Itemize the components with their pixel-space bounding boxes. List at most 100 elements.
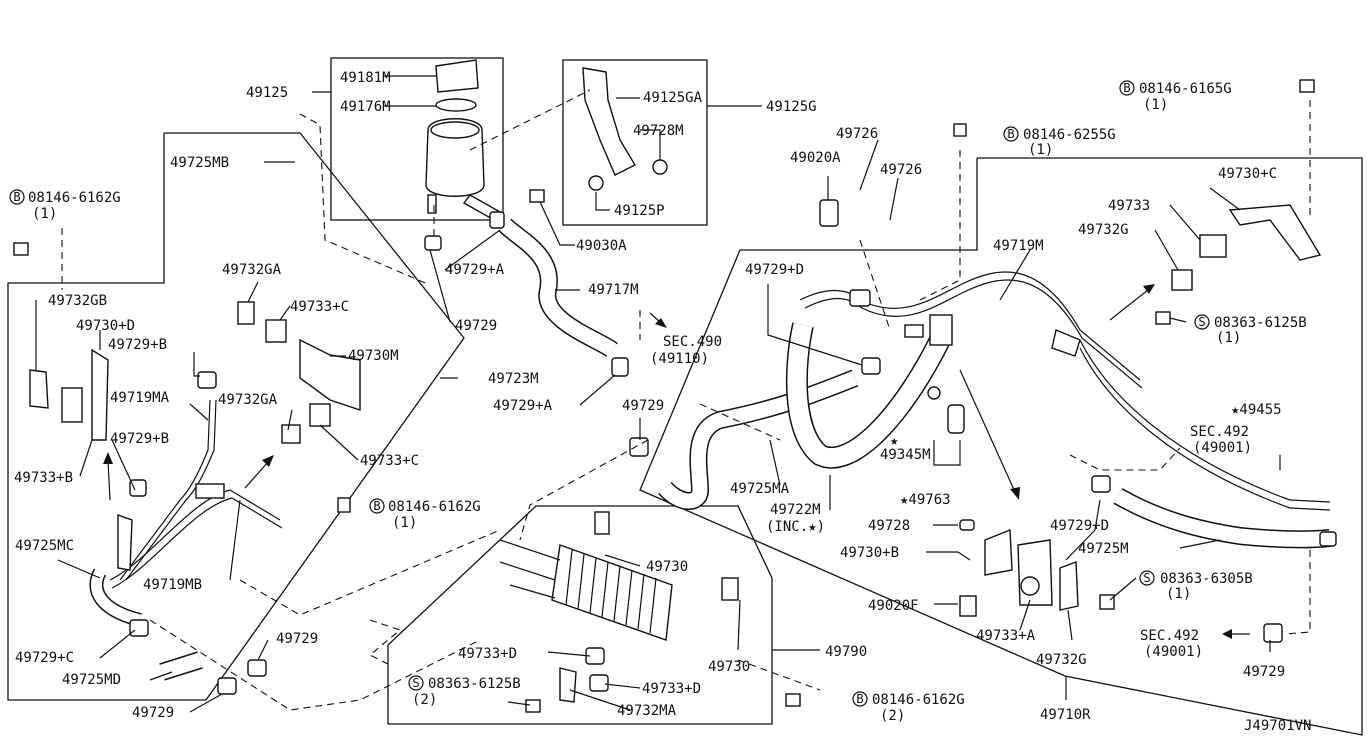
- label-49729: 49729: [132, 705, 174, 721]
- oil-cooler: [499, 511, 739, 703]
- label-49729A: 49729+A: [493, 398, 553, 414]
- reservoir-cap: [435, 59, 479, 112]
- bolt-marker: B: [13, 190, 20, 204]
- label-49733C: 49733+C: [360, 453, 419, 469]
- direction-arrows: [103, 284, 1250, 639]
- label-49732MA: 49732MA: [617, 703, 677, 719]
- label-49125P: 49125P: [614, 203, 665, 219]
- label-qty: (2): [412, 692, 437, 708]
- hose-clamps: [129, 211, 1337, 695]
- label-49732GA: 49732GA: [218, 392, 278, 408]
- label-49729: 49729: [1243, 664, 1285, 680]
- fastener-markers: B B B B B S S S: [9, 80, 1210, 707]
- label-08146-6162G-top: 08146-6162G: [28, 190, 121, 206]
- label-49732G: 49732G: [1078, 222, 1129, 238]
- label-sec492-sub: (49001): [1193, 440, 1252, 456]
- label-49719M: 49719M: [993, 238, 1044, 254]
- label-08363-6125B-right: 08363-6125B: [1214, 315, 1307, 331]
- label-qty: (1): [32, 206, 57, 222]
- label-49729: 49729: [455, 318, 497, 334]
- hose-49725M: [1113, 488, 1331, 549]
- label-49722M-sub: (INC.★): [766, 519, 825, 535]
- dashed-lines: [61, 89, 1311, 711]
- label-08363-6305B: 08363-6305B: [1160, 571, 1253, 587]
- hose-49725MD: [159, 651, 203, 681]
- reservoir-bracket: [582, 67, 668, 191]
- label-49455: ★49455: [1231, 402, 1282, 418]
- label-49733D: 49733+D: [642, 681, 701, 697]
- hose-49725MB: [196, 147, 301, 371]
- label-49729D: 49729+D: [745, 262, 804, 278]
- label-49125GA: 49125GA: [643, 90, 703, 106]
- reservoir-frame: [330, 57, 504, 221]
- label-49729D: 49729+D: [1050, 518, 1109, 534]
- label-qty: (1): [1166, 586, 1191, 602]
- label-49730C: 49730+C: [1218, 166, 1277, 182]
- label-49733D: 49733+D: [458, 646, 517, 662]
- label-49729B: 49729+B: [108, 337, 167, 353]
- label-08146-6162G-low: 08146-6162G: [872, 692, 965, 708]
- label-sec492-sub: (49001): [1144, 644, 1203, 660]
- label-08146-6162G-mid: 08146-6162G: [388, 499, 481, 515]
- label-49719MB: 49719MB: [143, 577, 202, 593]
- label-49763: ★49763: [900, 492, 951, 508]
- label-49729: 49729: [622, 398, 664, 414]
- label-08146-6255G: 08146-6255G: [1023, 127, 1116, 143]
- bolts: [13, 79, 1315, 713]
- label-49733A: 49733+A: [976, 628, 1036, 644]
- left-brackets: [29, 301, 361, 571]
- label-49181M: 49181M: [340, 70, 391, 86]
- label-49719MA: 49719MA: [110, 390, 170, 406]
- left-assembly-frame: [7, 132, 465, 701]
- label-49733B: 49733+B: [14, 470, 73, 486]
- bolt-marker: B: [373, 499, 380, 513]
- hose-49722M: [785, 322, 950, 469]
- hose-49717M: [498, 218, 618, 358]
- label-49728: 49728: [868, 518, 910, 534]
- label-49730: 49730: [646, 559, 688, 575]
- label-49723M: 49723M: [488, 371, 539, 387]
- label-sec490: SEC.490: [663, 334, 722, 350]
- bolt-marker: B: [856, 692, 863, 706]
- label-49725M: 49725M: [1078, 541, 1129, 557]
- label-sec490-sub: (49110): [650, 351, 709, 367]
- pipe-49719M: [799, 271, 1331, 511]
- bolt-marker: B: [1007, 127, 1014, 141]
- screw-marker: S: [412, 676, 419, 690]
- label-49710R: 49710R: [1040, 707, 1091, 723]
- label-49730B: 49730+B: [840, 545, 899, 561]
- label-sec492: SEC.492: [1140, 628, 1199, 644]
- label-49125: 49125: [246, 85, 288, 101]
- pipe-49719MB: [109, 489, 283, 589]
- label-49732GA: 49732GA: [222, 262, 282, 278]
- label-49730D: 49730+D: [76, 318, 135, 334]
- label-49730: 49730: [708, 659, 750, 675]
- bracket-frame: [562, 59, 708, 226]
- label-49726: 49726: [880, 162, 922, 178]
- label-49729: 49729: [276, 631, 318, 647]
- reservoir-tank: [425, 118, 502, 221]
- part-labels: 49125 49181M 49176M 49125GA 49125G 49728…: [14, 70, 1311, 734]
- label-49790: 49790: [825, 644, 867, 660]
- label-qty: (1): [1028, 142, 1053, 158]
- label-08146-6165G: 08146-6165G: [1139, 81, 1232, 97]
- right-assembly-frame: [639, 157, 1363, 736]
- leader-lines: [35, 75, 1281, 713]
- label-49345M: 49345M: [880, 447, 931, 463]
- label-49730M: 49730M: [348, 348, 399, 364]
- label-08363-6125B-low: 08363-6125B: [428, 676, 521, 692]
- label-49733: 49733: [1108, 198, 1150, 214]
- label-49732G: 49732G: [1036, 652, 1087, 668]
- label-49125G: 49125G: [766, 99, 817, 115]
- label-qty: (2): [880, 708, 905, 724]
- label-49020A: 49020A: [790, 150, 841, 166]
- label-49725MA: 49725MA: [730, 481, 790, 497]
- right-parts: [819, 199, 1322, 617]
- pipe-49719MA: [119, 399, 217, 581]
- label-49725MC: 49725MC: [15, 538, 74, 554]
- label-49728M: 49728M: [633, 123, 684, 139]
- label-49726: 49726: [836, 126, 878, 142]
- label-49725MD: 49725MD: [62, 672, 121, 688]
- label-qty: (1): [1143, 97, 1168, 113]
